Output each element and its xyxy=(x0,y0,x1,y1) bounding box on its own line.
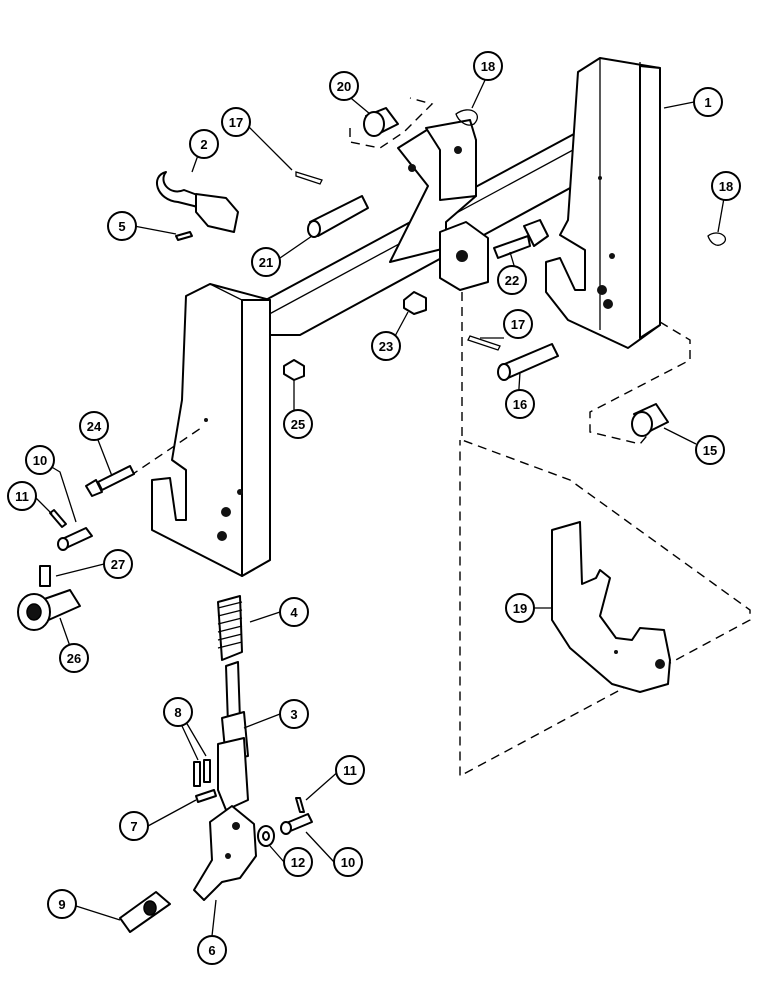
callout-2: 2 xyxy=(189,129,219,159)
callout-25: 25 xyxy=(283,409,313,439)
callout-17a: 17 xyxy=(221,107,251,137)
pin-10a xyxy=(57,527,93,551)
svg-text:12: 12 xyxy=(291,855,305,870)
svg-text:27: 27 xyxy=(111,557,125,572)
pin-27 xyxy=(39,565,51,587)
svg-text:11: 11 xyxy=(343,763,357,778)
plate-19 xyxy=(551,521,671,693)
pin-7 xyxy=(195,789,217,803)
pin-10b xyxy=(280,813,313,835)
svg-text:22: 22 xyxy=(505,273,519,288)
svg-text:20: 20 xyxy=(337,79,351,94)
callout-12: 12 xyxy=(283,847,313,877)
spring-4 xyxy=(217,595,243,661)
callout-27: 27 xyxy=(103,549,133,579)
pin-17a xyxy=(295,171,323,185)
assembly-line-19 xyxy=(459,292,751,778)
svg-text:3: 3 xyxy=(290,707,297,722)
callout-17b: 17 xyxy=(503,309,533,339)
svg-text:5: 5 xyxy=(118,219,125,234)
bolt-22 xyxy=(493,219,549,259)
bolt-24 xyxy=(85,465,135,497)
callout-15: 15 xyxy=(695,435,725,465)
svg-text:24: 24 xyxy=(87,419,102,434)
pin-8b xyxy=(203,759,211,783)
svg-text:10: 10 xyxy=(33,453,47,468)
callout-10a: 10 xyxy=(25,445,55,475)
bushing-20 xyxy=(363,107,399,137)
cotter-pin-18a xyxy=(455,109,479,126)
svg-text:19: 19 xyxy=(513,601,527,616)
hook-2 xyxy=(155,171,239,233)
svg-text:17: 17 xyxy=(511,317,525,332)
bushing-15 xyxy=(631,403,669,437)
svg-text:21: 21 xyxy=(259,255,273,270)
callout-9: 9 xyxy=(47,889,77,919)
sleeve-26 xyxy=(17,589,81,631)
svg-text:1: 1 xyxy=(704,95,711,110)
nut-23 xyxy=(403,291,427,315)
callout-20: 20 xyxy=(329,71,359,101)
pin-8a xyxy=(193,761,201,787)
svg-text:25: 25 xyxy=(291,417,305,432)
svg-text:2: 2 xyxy=(200,137,207,152)
wedge-9 xyxy=(119,891,171,933)
svg-text:26: 26 xyxy=(67,651,81,666)
callout-11a: 11 xyxy=(7,481,37,511)
svg-text:17: 17 xyxy=(229,115,243,130)
svg-text:8: 8 xyxy=(174,705,181,720)
svg-text:18: 18 xyxy=(481,59,495,74)
callout-8: 8 xyxy=(163,697,193,727)
callout-1: 1 xyxy=(693,87,723,117)
callout-19: 19 xyxy=(505,593,535,623)
callout-21: 21 xyxy=(251,247,281,277)
callout-18a: 18 xyxy=(473,51,503,81)
svg-text:15: 15 xyxy=(703,443,717,458)
svg-text:10: 10 xyxy=(341,855,355,870)
nut-25 xyxy=(283,359,305,381)
callout-24: 24 xyxy=(79,411,109,441)
pin-21 xyxy=(307,195,369,238)
plunger-3 xyxy=(217,661,249,811)
pin-11b xyxy=(295,797,305,813)
latch-6 xyxy=(193,805,257,901)
callout-4: 4 xyxy=(279,597,309,627)
callout-7: 7 xyxy=(119,811,149,841)
callout-18b: 18 xyxy=(711,171,741,201)
svg-text:4: 4 xyxy=(290,605,298,620)
pin-16 xyxy=(497,343,559,381)
callout-22: 22 xyxy=(497,265,527,295)
pin-5 xyxy=(175,231,193,241)
washer-12 xyxy=(257,825,275,847)
svg-text:7: 7 xyxy=(130,819,137,834)
svg-text:9: 9 xyxy=(58,897,65,912)
pin-11a xyxy=(49,509,67,528)
svg-text:11: 11 xyxy=(15,489,29,504)
cotter-pin-18b xyxy=(707,232,727,246)
frame-assembly xyxy=(151,57,661,577)
callout-26: 26 xyxy=(59,643,89,673)
pin-17b xyxy=(467,335,501,351)
svg-text:6: 6 xyxy=(208,943,215,958)
assembly-line-15 xyxy=(589,321,691,445)
callout-5: 5 xyxy=(107,211,137,241)
callout-16: 16 xyxy=(505,389,535,419)
callout-11b: 11 xyxy=(335,755,365,785)
callout-6: 6 xyxy=(197,935,227,965)
svg-text:23: 23 xyxy=(379,339,393,354)
svg-text:18: 18 xyxy=(719,179,733,194)
callout-10b: 10 xyxy=(333,847,363,877)
callout-3: 3 xyxy=(279,699,309,729)
svg-text:16: 16 xyxy=(513,397,527,412)
callout-23: 23 xyxy=(371,331,401,361)
